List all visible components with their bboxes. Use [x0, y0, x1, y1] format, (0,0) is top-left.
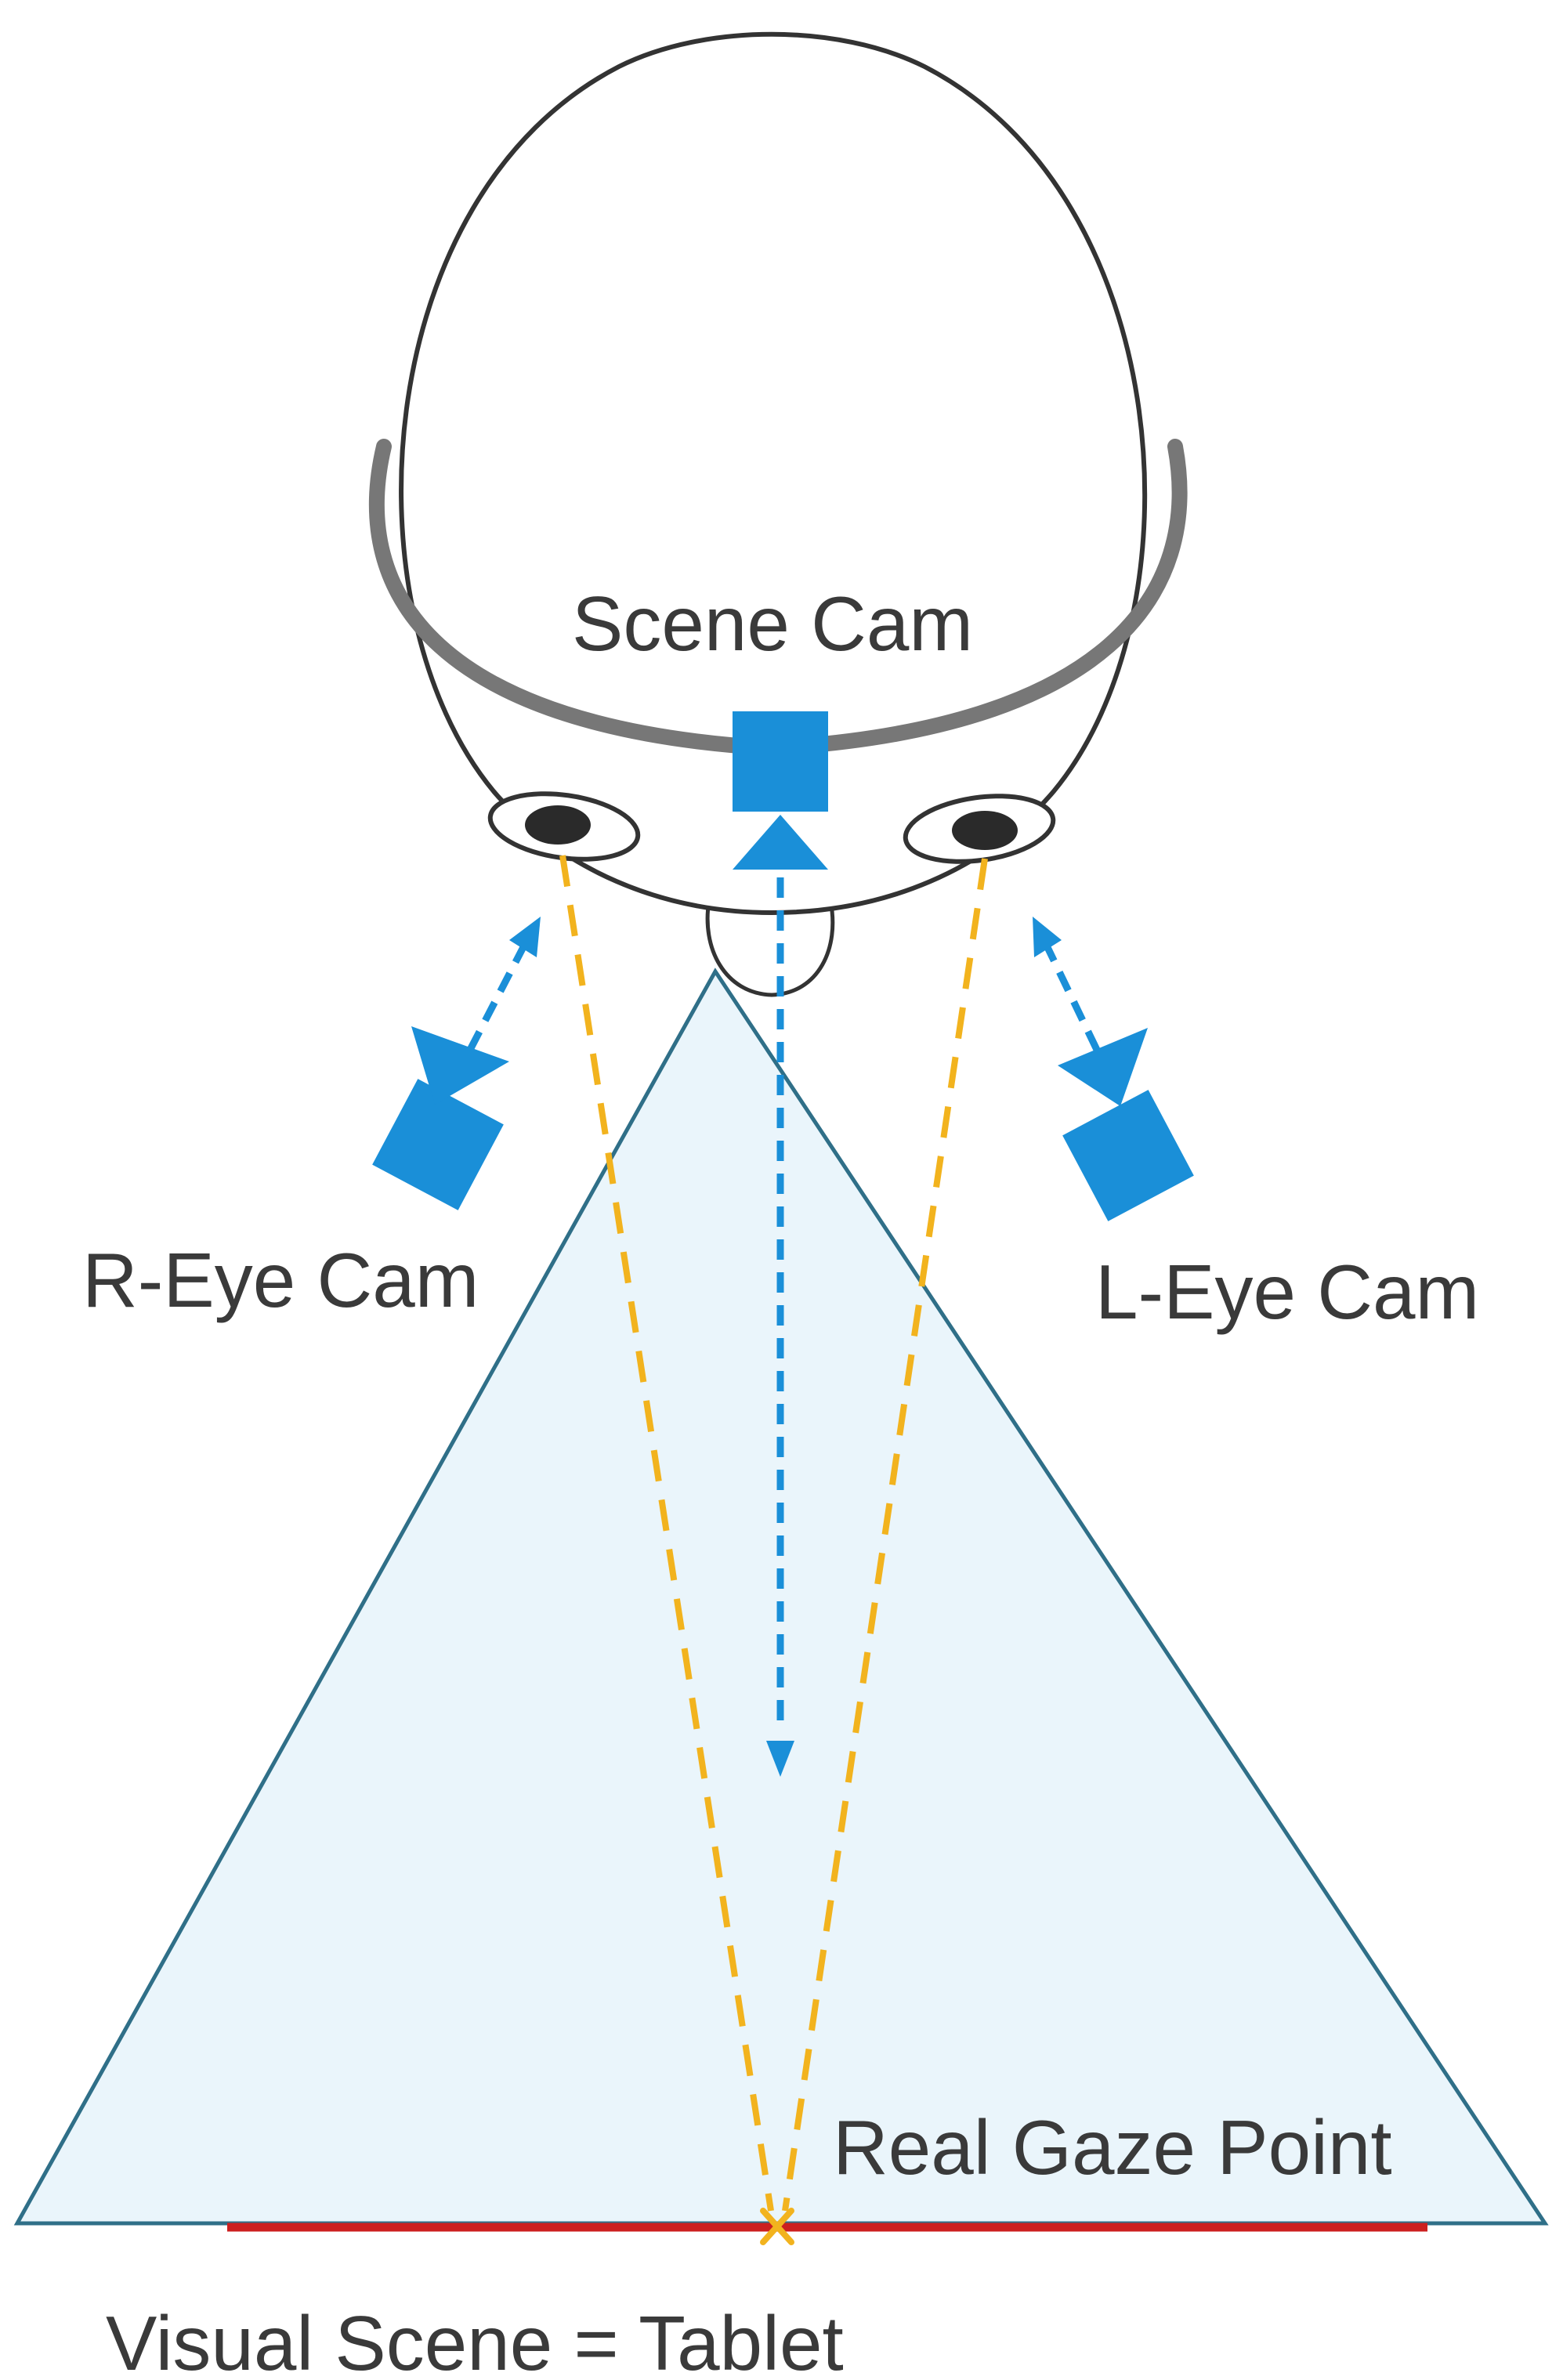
- gaze-lines: [559, 855, 988, 2212]
- scene-camera-icon: [733, 711, 828, 870]
- r-eye-cam-label: R-Eye Cam: [82, 1237, 479, 1323]
- visual-scene-label: Visual Scene = Tablet: [106, 2300, 844, 2380]
- scene-cam-label: Scene Cam: [572, 581, 973, 667]
- head-outline: [399, 31, 1148, 916]
- right-eye-camera-icon: [372, 1026, 509, 1210]
- right-eye-gaze-line: [559, 855, 774, 2212]
- left-eye-camera-icon: [1058, 1028, 1194, 1221]
- camera-arrows: [467, 877, 1101, 1724]
- right-pupil: [525, 805, 591, 845]
- right-eye: [487, 791, 641, 862]
- l-eye-cam-label: L-Eye Cam: [1095, 1249, 1479, 1335]
- arrow-heads: [509, 917, 1062, 1777]
- real-gaze-point-label: Real Gaze Point: [833, 2104, 1392, 2190]
- chin: [705, 900, 835, 997]
- left-eye-arrow-head: [1033, 917, 1062, 957]
- x-mark-icon: [760, 2208, 794, 2245]
- right-eye-arrow-head: [509, 917, 541, 957]
- left-eye-camera-arrow-line: [1042, 942, 1101, 1051]
- left-eye: [903, 794, 1056, 864]
- scene-arrow-head: [766, 1741, 794, 1777]
- left-pupil: [952, 811, 1018, 850]
- left-eye-gaze-line: [782, 858, 988, 2212]
- right-eye-camera-arrow-line: [467, 942, 528, 1052]
